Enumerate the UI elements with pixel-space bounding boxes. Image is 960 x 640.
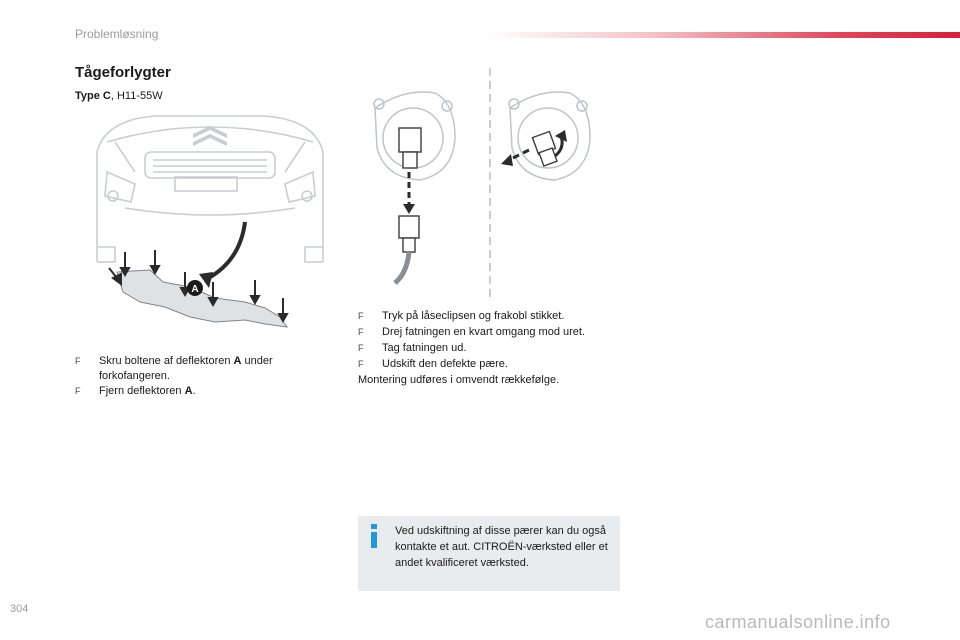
step-text: Skru boltene af deflektoren [99,355,234,367]
step-bullet: F [358,343,364,353]
step-text: Tryk på låseclipsen og frakobl stikket. [382,310,565,322]
step-bullet: F [358,359,364,369]
step-text: . [192,385,196,397]
info-box: Ved udskiftning af disse pærer kan du og… [358,516,620,591]
deflector-steps: F Skru boltene af deflektoren A under fo… [75,354,325,399]
front-bumper-illustration: A [96,115,324,328]
info-text: Ved udskiftning af disse pærer kan du og… [395,525,608,569]
section-header: Problemløsning [75,27,159,41]
step-bullet: F [358,311,364,321]
step-bold-label: A [233,355,242,367]
step-remove-deflector: F Fjern deflektoren A. [75,384,325,399]
step-bold-label: A [184,385,193,397]
fog-lamp-illustration [373,68,591,300]
bulb-type-spec: , H11-55W [110,90,163,102]
step-remove-holder: F Tag fatningen ud. [358,340,648,356]
bulb-type-line: Type C, H11-55W [75,90,163,102]
step-bullet: F [75,356,81,366]
header-accent-bar [487,32,960,38]
page-number: 304 [10,603,29,615]
step-bullet: F [358,327,364,337]
deflector-label-a: A [191,284,198,295]
step-text: Fjern deflektoren [99,385,185,397]
watermark: carmanualsonline.info [705,612,891,632]
step-turn-holder: F Drej fatningen en kvart omgang mod ure… [358,324,648,340]
page-title: Tågeforlygter [75,64,171,81]
bulb-type-label: Type C [75,90,111,102]
step-text: Drej fatningen en kvart omgang mod uret. [382,326,586,338]
step-text: Udskift den defekte pære. [382,358,508,370]
step-text: Tag fatningen ud. [382,342,467,354]
step-bullet: F [75,386,81,396]
info-icon [371,524,377,548]
step-disconnect-plug: F Tryk på låseclipsen og frakobl stikket… [358,308,648,324]
step-text: under forkofangeren. [99,355,273,382]
reassembly-note: Montering udføres i omvendt rækkefølge. [358,374,560,386]
step-unscrew-bolts: F Skru boltene af deflektoren A under fo… [75,354,325,384]
step-replace-bulb: F Udskift den defekte pære. [358,356,648,372]
bulb-replacement-steps: F Tryk på låseclipsen og frakobl stikket… [358,308,648,388]
